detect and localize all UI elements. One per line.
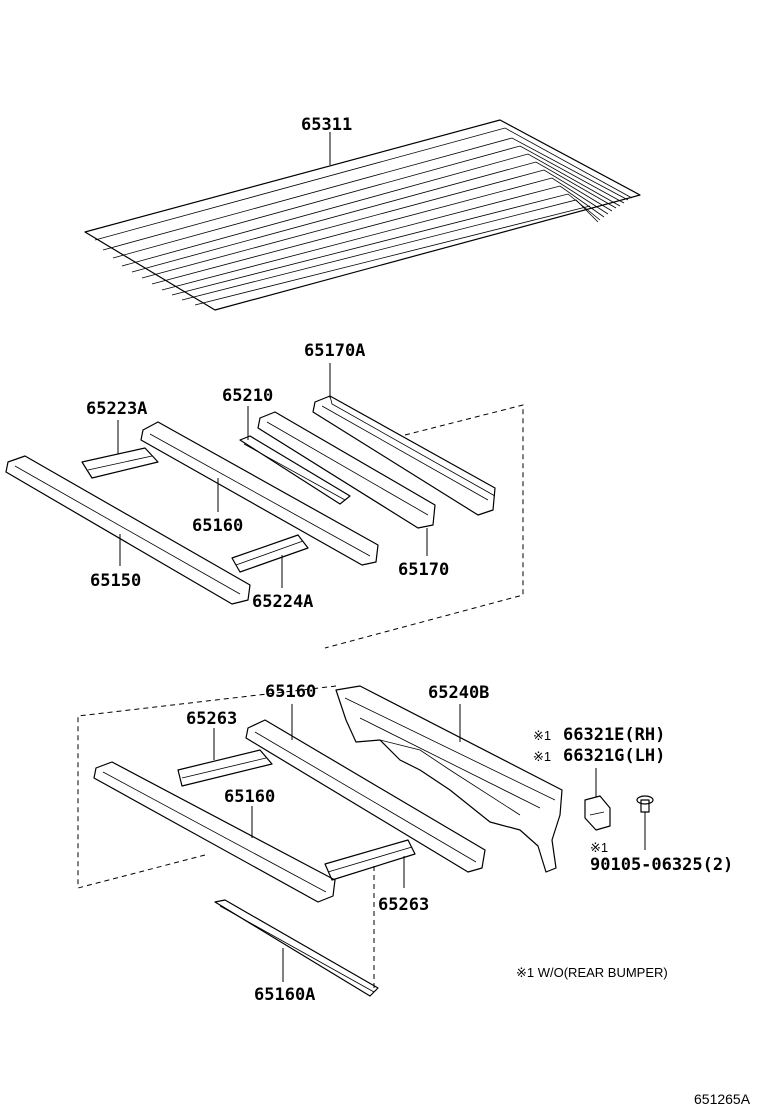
- note-mark-90105: ※1: [590, 840, 608, 855]
- crossmember-65170A: [312, 363, 496, 516]
- note-mark-66321G: ※1: [533, 749, 551, 764]
- group-outline-upper: [324, 404, 524, 649]
- label-65240B: 65240B: [428, 683, 489, 703]
- label-65263-left: 65263: [186, 709, 237, 729]
- strip-65210: [239, 406, 351, 505]
- floor-panel-65311: [84, 119, 641, 311]
- label-65150: 65150: [90, 571, 141, 591]
- bracket-65263-left: [177, 728, 273, 787]
- diagram-code: 651265A: [694, 1091, 751, 1107]
- bracket-65263-right: [324, 839, 416, 992]
- strip-65160A: [214, 899, 379, 997]
- crossmember-65170: [257, 411, 436, 556]
- label-65160-mid: 65160: [265, 682, 316, 702]
- label-65170A: 65170A: [304, 341, 365, 361]
- label-65224A: 65224A: [252, 592, 313, 612]
- label-65311: 65311: [301, 115, 352, 135]
- label-65160-top: 65160: [192, 516, 243, 536]
- label-90105: 90105-06325(2): [590, 855, 733, 875]
- label-66321G: 66321G(LH): [563, 746, 665, 766]
- rear-crossmember-65240B: [335, 685, 563, 873]
- bracket-65223A: [81, 420, 159, 479]
- bracket-65224A: [231, 534, 309, 588]
- footnote: ※1 W/O(REAR BUMPER): [516, 965, 668, 980]
- stopper-66321: [584, 768, 611, 831]
- long-member-65150: [5, 455, 251, 605]
- label-65223A: 65223A: [86, 399, 147, 419]
- label-65160-low: 65160: [224, 787, 275, 807]
- long-member-65160-mid: [245, 704, 486, 873]
- label-65170: 65170: [398, 560, 449, 580]
- bolt-90105: [636, 795, 654, 850]
- long-member-65160-low: [93, 761, 336, 903]
- group-outline-lower: [77, 685, 337, 889]
- label-65263-right: 65263: [378, 895, 429, 915]
- label-66321E: 66321E(RH): [563, 725, 665, 745]
- note-mark-66321E: ※1: [533, 728, 551, 743]
- label-65210: 65210: [222, 386, 273, 406]
- long-member-65160-top: [140, 421, 379, 566]
- label-65160A: 65160A: [254, 985, 315, 1005]
